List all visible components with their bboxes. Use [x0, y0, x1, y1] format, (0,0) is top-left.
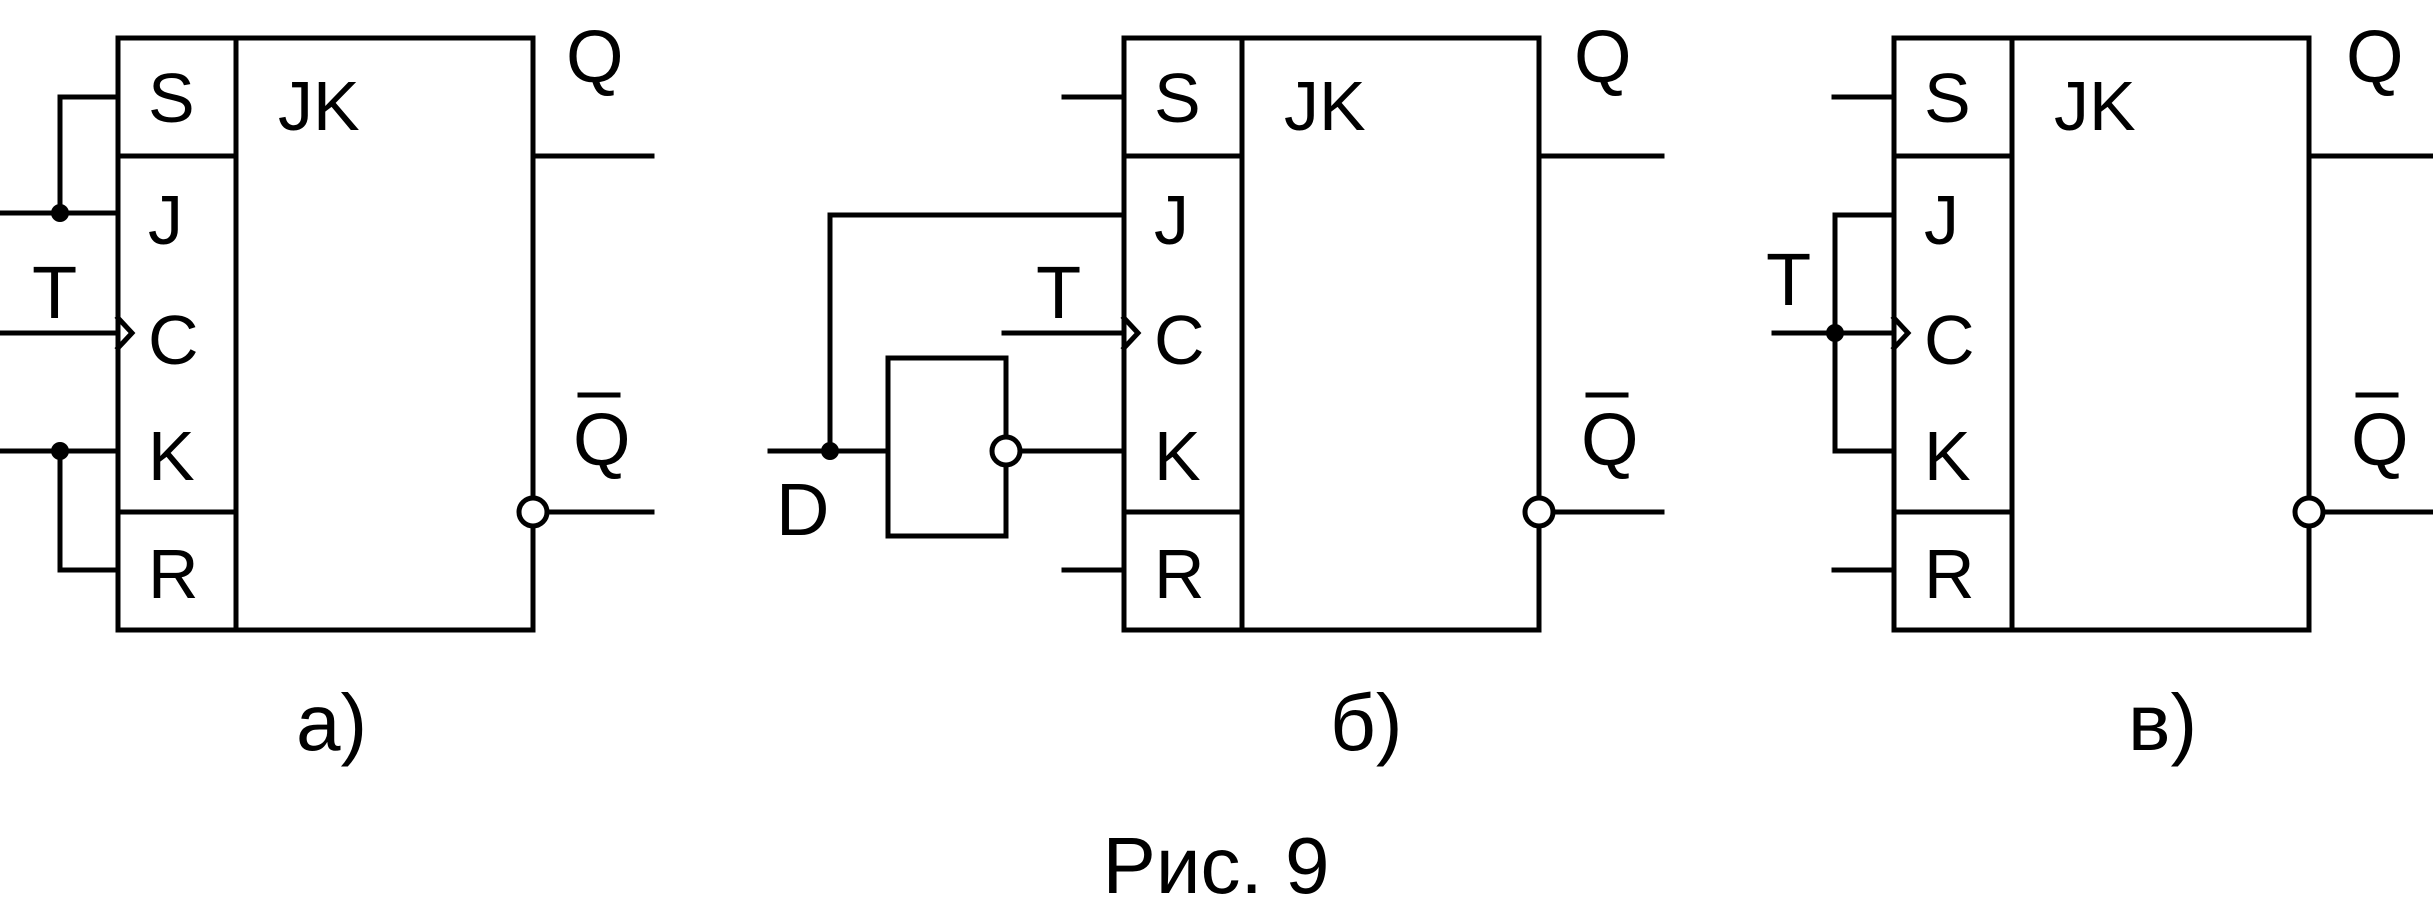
flipflop-a-inversion-bubble	[516, 495, 550, 529]
figure-caption: Рис. 9	[1103, 821, 1330, 905]
flipflop-b-d-to-j-wire	[827, 212, 1127, 454]
flipflop-a-k-junction	[51, 442, 69, 460]
flipflop-b-type-label: JK	[1284, 67, 1366, 145]
flipflop-b-clock-triangle	[1120, 314, 1142, 352]
flipflop-b-inverter	[885, 355, 1009, 539]
flipflop-b-pin-k: K	[1154, 417, 1201, 495]
flipflop-c-type-label: JK	[2054, 67, 2136, 145]
flipflop-b-caption: б)	[1330, 678, 1402, 767]
flipflop-a-qbar-label: Q	[573, 398, 631, 481]
flipflop-b-inversion-bubble	[1522, 495, 1556, 529]
flipflop-c-pin-r: R	[1924, 535, 1975, 613]
flipflop-a-pin-k: K	[148, 417, 195, 495]
flipflop-a-pin-j: J	[148, 181, 183, 259]
flipflop-b-pin-r: R	[1154, 535, 1205, 613]
flipflop-a-k-r-tie	[57, 448, 121, 573]
flipflop-b-pin-c: C	[1154, 301, 1205, 379]
flipflop-b-label-d: D	[776, 468, 829, 551]
flipflop-c-inversion-bubble	[2292, 495, 2326, 529]
flipflop-c-q-label: Q	[2346, 15, 2404, 98]
flipflop-c-pin-k: K	[1924, 417, 1971, 495]
flipflop-b-pin-s: S	[1154, 59, 1201, 137]
flipflop-a: S J C K R JK T Q Q а)	[0, 15, 655, 767]
flipflop-c-pin-j: J	[1924, 181, 1959, 259]
flipflop-a-s-j-tie	[57, 94, 121, 216]
flipflop-c-pin-c: C	[1924, 301, 1975, 379]
flipflop-b-d-junction	[821, 442, 839, 460]
flipflop-a-j-junction	[51, 204, 69, 222]
flipflop-b-qbar-label: Q	[1581, 398, 1639, 481]
flipflop-a-label-t: T	[32, 251, 77, 334]
flipflop-c-caption: в)	[2128, 678, 2197, 767]
flipflop-b-inverter-bubble	[989, 434, 1023, 468]
flipflop-a-type-label: JK	[278, 67, 360, 145]
flipflop-a-clock-triangle	[114, 314, 136, 352]
flipflop-c: S J C K R JK T Q Q в)	[1766, 15, 2433, 767]
flipflop-b: S J C K R JK D T Q Q б)	[767, 15, 1665, 767]
flipflop-b-label-t: T	[1036, 251, 1081, 334]
flipflop-a-pin-c: C	[148, 301, 199, 379]
flipflop-a-pin-r: R	[148, 535, 199, 613]
flipflop-c-t-junction	[1826, 324, 1844, 342]
flipflop-b-pin-j: J	[1154, 181, 1189, 259]
flipflop-c-clock-triangle	[1890, 314, 1912, 352]
flipflop-a-caption: а)	[296, 678, 367, 767]
flipflop-a-pin-s: S	[148, 59, 195, 137]
flipflop-c-pin-s: S	[1924, 59, 1971, 137]
flipflop-c-label-t: T	[1766, 238, 1811, 321]
flipflop-c-qbar-label: Q	[2351, 398, 2409, 481]
flipflop-a-q-label: Q	[566, 15, 624, 98]
flipflop-b-q-label: Q	[1574, 15, 1632, 98]
